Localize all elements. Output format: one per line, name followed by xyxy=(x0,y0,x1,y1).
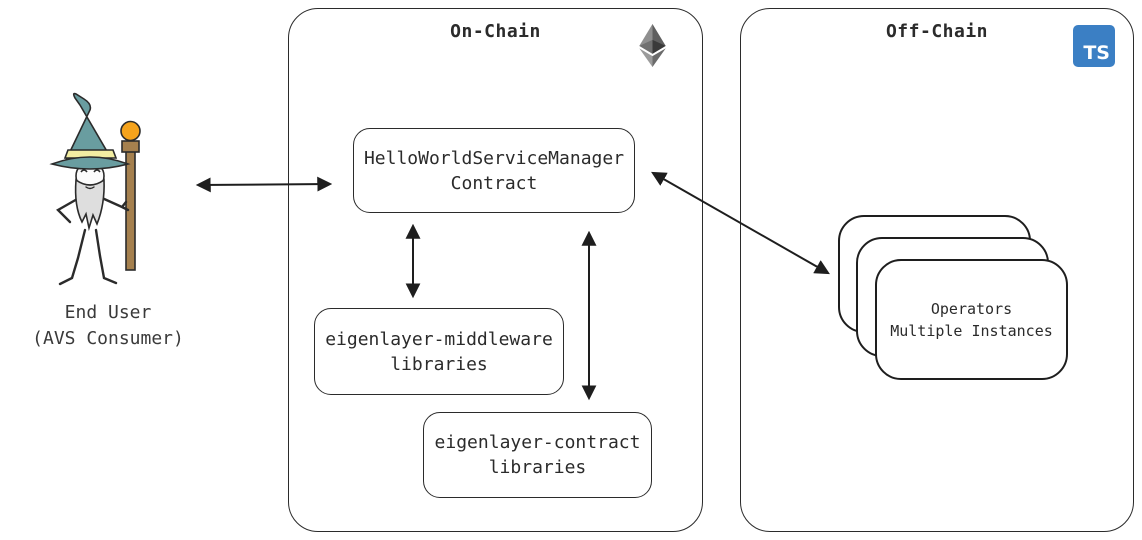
service-manager-label-line2: Contract xyxy=(450,172,538,194)
service-manager-label-line1: HelloWorldServiceManager xyxy=(363,147,625,169)
middleware-label-line1: eigenlayer-middleware xyxy=(325,328,553,350)
wizard-body xyxy=(56,196,130,286)
wizard-illustration xyxy=(49,92,141,286)
end-user-label-line2: (AVS Consumer) xyxy=(32,328,184,349)
end-user-label-line1: End User xyxy=(64,302,152,323)
operators-label-line2: Multiple Instances xyxy=(890,321,1053,340)
typescript-icon-label: TS xyxy=(1083,42,1110,64)
on-chain-title: On-Chain xyxy=(450,21,541,42)
wizard-beard xyxy=(74,178,105,232)
wizard-staff xyxy=(120,120,141,271)
operators-box: Operators Multiple Instances xyxy=(875,259,1068,380)
wizard-hat xyxy=(49,92,131,170)
ethereum-icon xyxy=(639,24,666,67)
middleware-libraries-box: eigenlayer-middleware libraries xyxy=(314,308,564,395)
contract-libraries-box: eigenlayer-contract libraries xyxy=(423,412,652,498)
service-manager-box: HelloWorldServiceManager Contract xyxy=(353,128,635,213)
typescript-icon: TS xyxy=(1073,25,1115,67)
middleware-label-line2: libraries xyxy=(390,353,488,375)
contract-label-line1: eigenlayer-contract xyxy=(434,432,641,453)
contract-label-line2: libraries xyxy=(488,457,587,478)
end-user-label: End User (AVS Consumer) xyxy=(8,300,208,352)
operators-label-line1: Operators xyxy=(930,299,1013,318)
off-chain-title: Off-Chain xyxy=(885,21,989,42)
